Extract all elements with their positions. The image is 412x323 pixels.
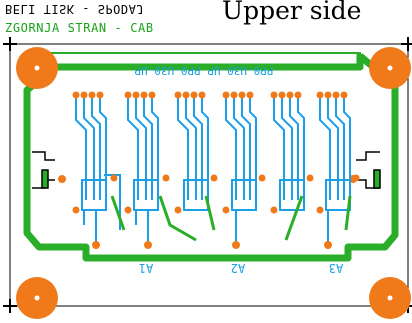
via-pads: [72, 91, 360, 249]
trace-group-3: [177, 95, 209, 211]
upper-side-title: Upper side: [222, 0, 362, 25]
left-via: [58, 175, 66, 183]
channel-label-a3: A3: [329, 261, 343, 275]
board-outline: [9, 43, 409, 307]
ground-frame: [23, 53, 399, 262]
trace-group-4: [225, 95, 257, 245]
trace-groups: [75, 95, 351, 245]
trace-group-6: [319, 95, 351, 245]
side-connectors: [32, 151, 381, 189]
trace-group-2: [127, 95, 159, 245]
mounting-hole-centers: [34, 65, 393, 301]
trace-group-1: [75, 95, 121, 245]
channel-label-a2: A2: [231, 261, 245, 275]
channel-label-a1: A1: [139, 261, 153, 275]
mounting-holes: [16, 47, 411, 319]
trace-group-5: [273, 95, 305, 211]
board-side-label: ZGORNJA STRAN - CAB: [5, 21, 154, 35]
board-label-mirrored: PP0-U30-UP PP0-U30-UP: [134, 64, 273, 77]
green-jumpers: [110, 195, 352, 242]
